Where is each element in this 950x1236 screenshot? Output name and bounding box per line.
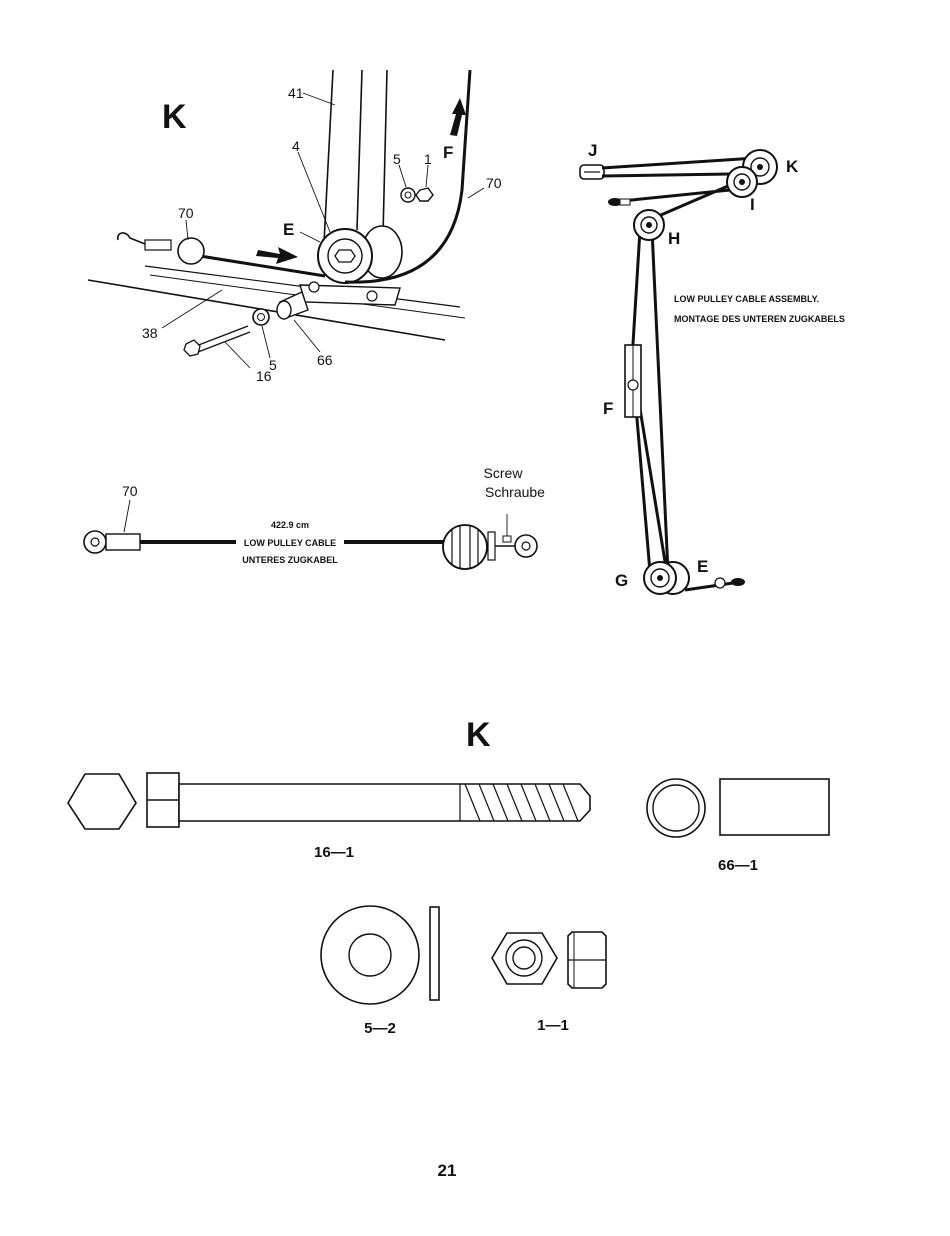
set-screw — [503, 536, 511, 542]
callout-f-arrow: F — [443, 143, 453, 162]
cable-name-en: LOW PULLEY CABLE — [244, 538, 336, 548]
bolt-16 — [196, 326, 250, 352]
callout-4: 4 — [292, 138, 300, 154]
part-nut-1-1: 1—1 — [492, 932, 606, 1034]
label-pulley-j: J — [588, 141, 597, 160]
pulley-i — [727, 167, 757, 197]
bracket-bolt-head — [309, 282, 319, 292]
callout-e-pulley: E — [283, 220, 294, 239]
cable-ferrule-left — [106, 534, 140, 550]
nut-1-top — [416, 188, 433, 201]
cable-part-number: 70 — [122, 483, 138, 499]
pulley-g — [644, 562, 689, 594]
washer-5-top — [401, 188, 415, 202]
routing-title-de: MONTAGE DES UNTEREN ZUGKABELS — [674, 314, 845, 324]
cable-end-left — [608, 198, 630, 206]
pulley-f-bracket — [625, 345, 641, 417]
cable-end-hook — [118, 233, 204, 264]
cable-length: 422.9 cm — [271, 520, 309, 530]
bolt-head-end-view — [68, 774, 136, 829]
frame-assembly-figure: K — [88, 70, 502, 384]
callout-1: 1 — [424, 151, 432, 167]
cable-eyelet-right — [515, 535, 537, 557]
bracket-nut — [367, 291, 377, 301]
label-pulley-f: F — [603, 399, 613, 418]
part-label-1-1: 1—1 — [537, 1017, 569, 1034]
spacer-side-view — [720, 779, 829, 835]
callout-38: 38 — [142, 325, 158, 341]
parts-actual-size-section: K 16—1 66—1 — [68, 716, 829, 1037]
cable-eyelet-left — [84, 531, 106, 553]
part-label-16-1: 16—1 — [314, 844, 354, 861]
screw-label-en: Screw — [484, 465, 524, 481]
label-pulley-h: H — [668, 229, 680, 248]
direction-arrow-right — [256, 247, 298, 264]
spacer-end-view — [647, 779, 705, 837]
label-pulley-i: I — [750, 195, 755, 214]
callout-41: 41 — [288, 85, 304, 101]
pulley-axle-nut — [335, 250, 355, 262]
section-letter-parts: K — [466, 716, 491, 754]
section-letter-top: K — [162, 98, 187, 136]
pulley-j — [580, 165, 604, 179]
screw-label-de: Schraube — [485, 484, 545, 500]
label-pulley-k: K — [786, 157, 799, 176]
washer-edge-view — [430, 907, 439, 1000]
callout-5-bottom: 5 — [269, 357, 277, 373]
cable-spec-figure: 70 422.9 cm LOW PULLEY CABLE UNTERES ZUG… — [84, 465, 545, 569]
label-pulley-g: G — [615, 571, 628, 590]
pulley-h — [634, 210, 664, 240]
direction-arrow-up — [450, 98, 466, 136]
callout-leaders — [162, 93, 484, 368]
cable-stop-ball-spec — [443, 525, 495, 569]
routing-title-en: LOW PULLEY CABLE ASSEMBLY. — [674, 294, 819, 304]
part-bolt-16-1: 16—1 — [68, 773, 590, 861]
washer-5-bottom — [253, 309, 269, 325]
callout-70-end: 70 — [178, 205, 194, 221]
callout-66: 66 — [317, 352, 333, 368]
washer-face-view — [321, 906, 419, 1004]
page-number: 21 — [438, 1161, 457, 1180]
part-washer-5-2: 5—2 — [321, 906, 439, 1037]
bolt-16-head — [184, 340, 200, 356]
cable-routing-figure: J K I H F G E LOW PULLEY CABLE ASSEMBLY.… — [580, 141, 845, 594]
callout-5-top: 5 — [393, 151, 401, 167]
part-spacer-66-1: 66—1 — [647, 779, 829, 874]
part-label-5-2: 5—2 — [364, 1020, 396, 1037]
callout-70-cable: 70 — [486, 175, 502, 191]
label-cable-end-e: E — [697, 557, 708, 576]
part-label-66-1: 66—1 — [718, 857, 758, 874]
cable-stop-ball — [178, 238, 204, 264]
cable-name-de: UNTERES ZUGKABEL — [242, 555, 338, 565]
